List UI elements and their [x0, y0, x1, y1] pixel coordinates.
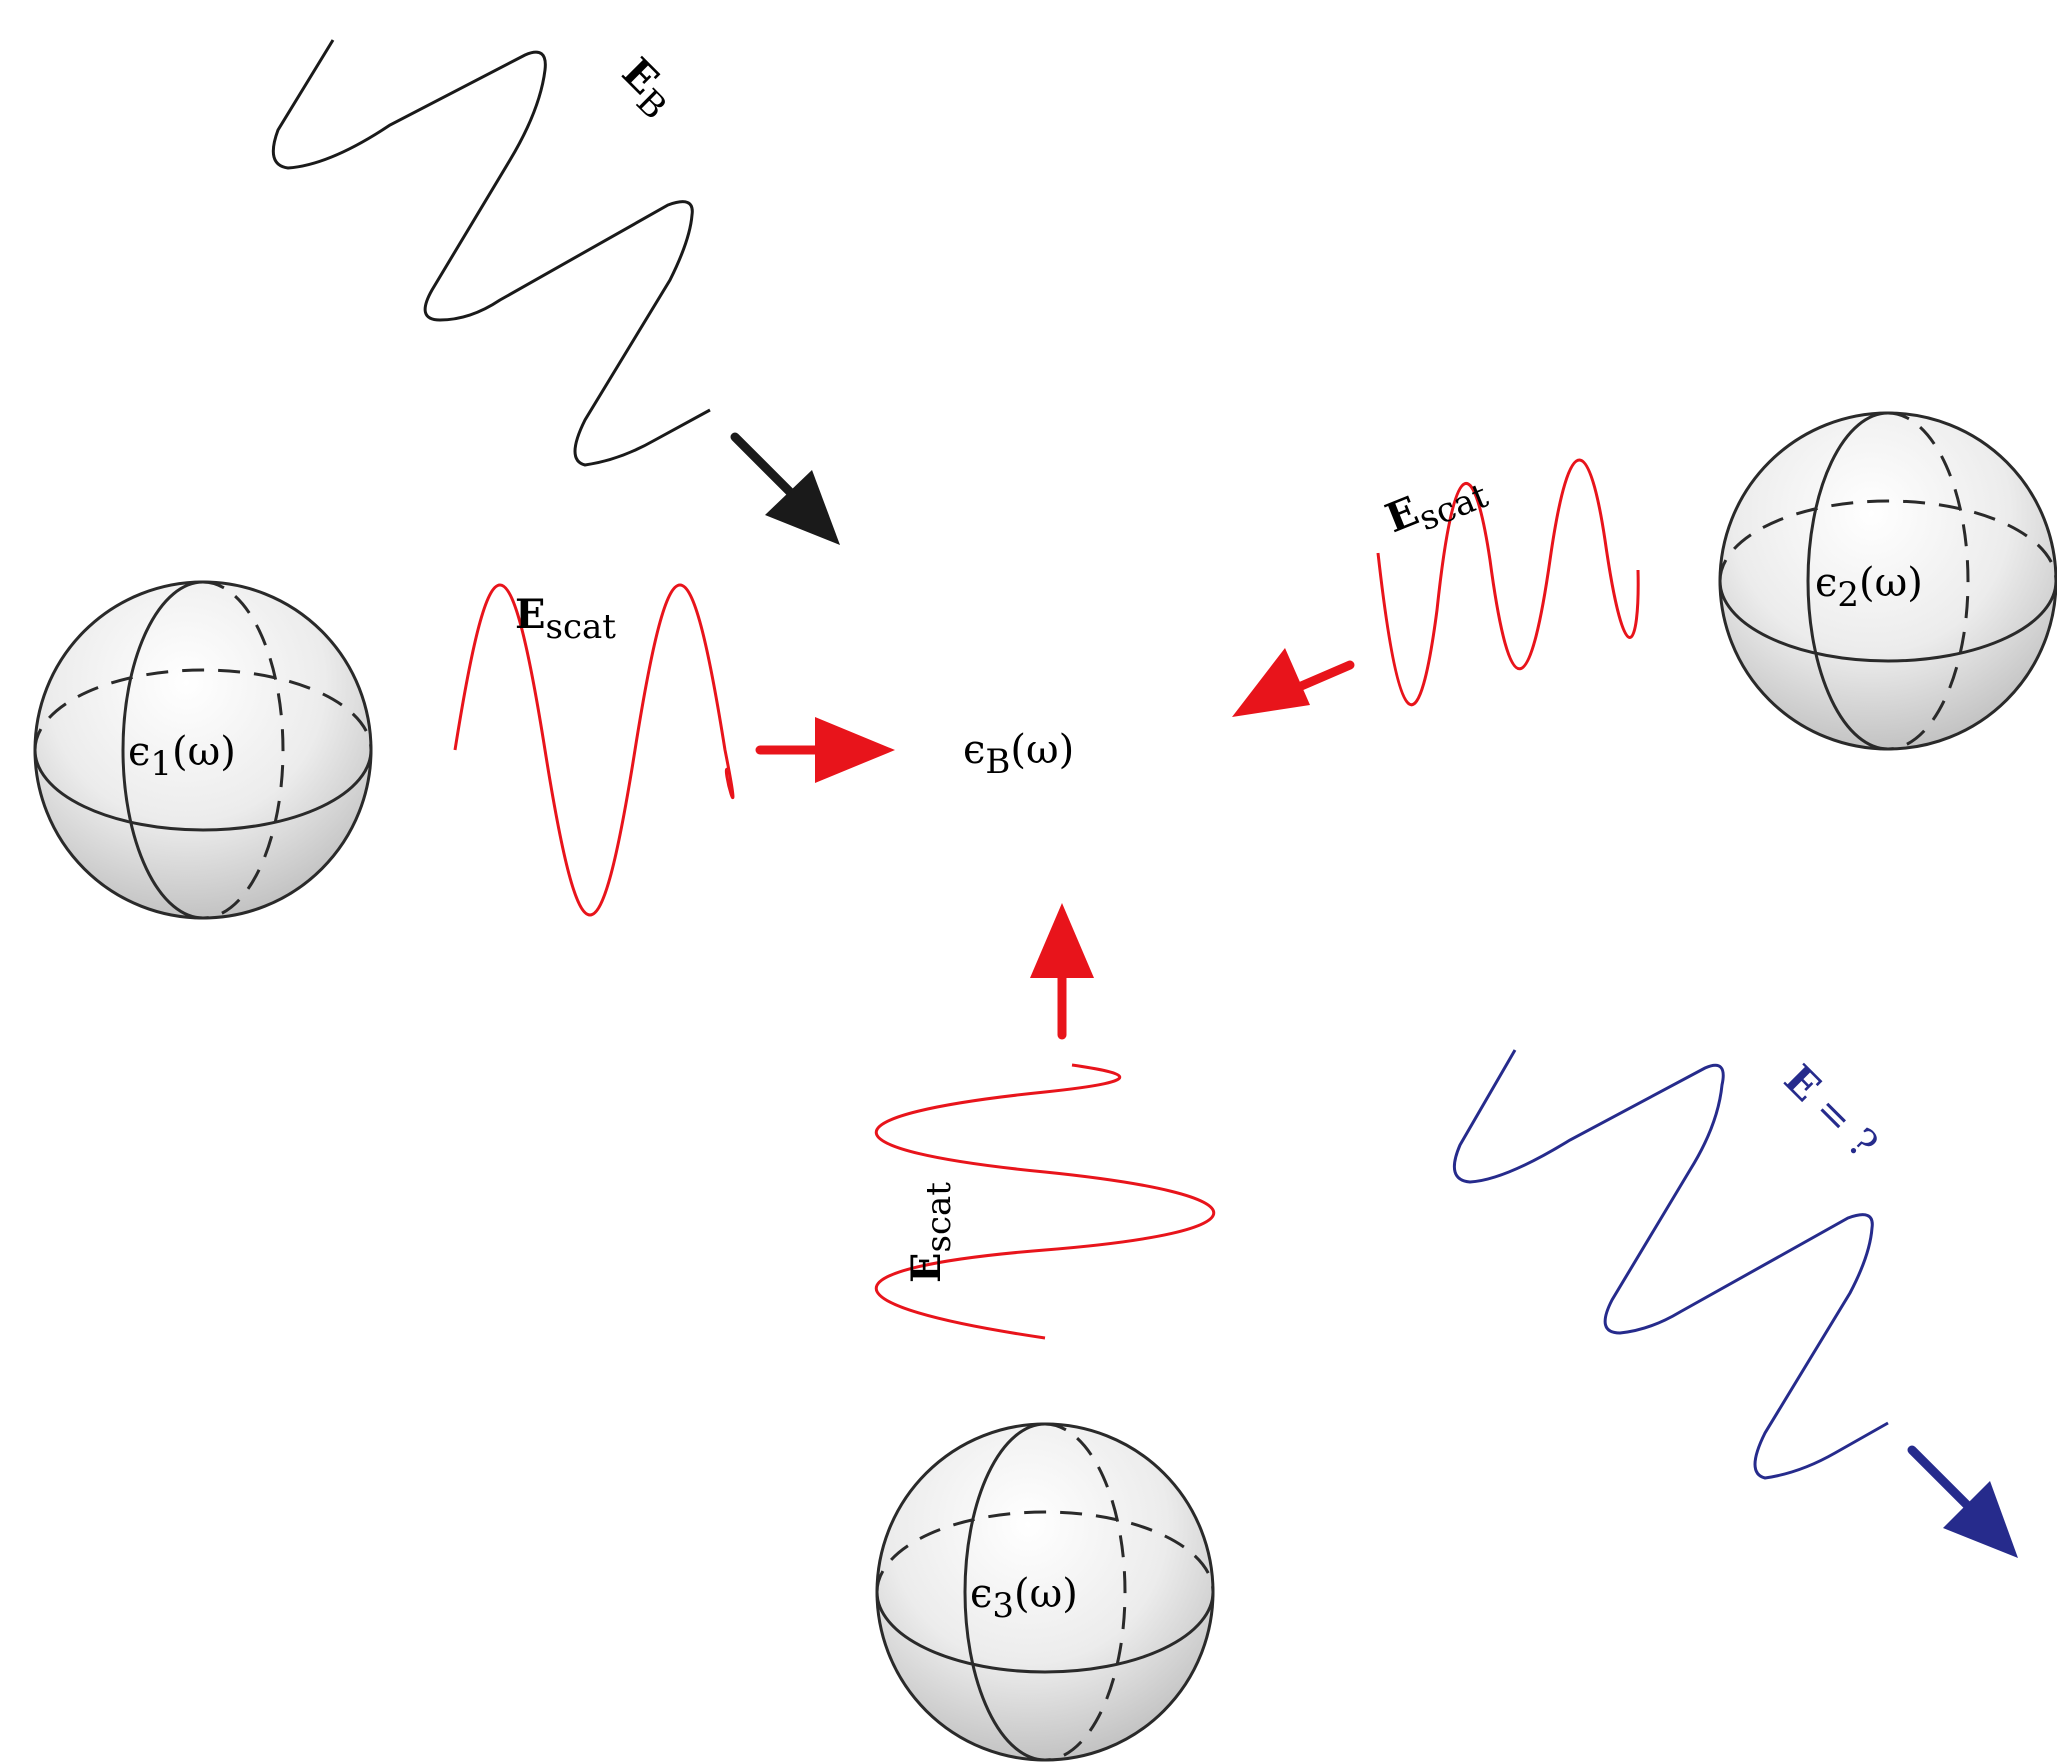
scattered-wave-2 — [1376, 458, 1640, 707]
incident-wave-label: EB — [607, 49, 686, 128]
sphere-3-label: ϵ3(ω) — [970, 1571, 1078, 1626]
outgoing-arrow — [1907, 1445, 2018, 1558]
scattered-wave-3 — [875, 1063, 1215, 1340]
incident-arrow — [730, 432, 840, 545]
sphere-2: ϵ2(ω) — [1718, 411, 2057, 751]
incident-wave — [271, 39, 711, 467]
sphere-1-label: ϵ1(ω) — [128, 729, 236, 784]
scattered-arrow-2 — [1232, 648, 1355, 717]
sphere-3: ϵ3(ω) — [875, 1422, 1215, 1762]
sphere-1: ϵ1(ω) — [33, 580, 373, 920]
outgoing-wave — [1452, 1049, 1889, 1480]
scattered-wave-3-label: Escat — [903, 1182, 959, 1283]
sphere-2-label: ϵ2(ω) — [1815, 560, 1923, 615]
scattered-arrow-3 — [1030, 903, 1094, 1040]
outgoing-wave-label: E = ? — [1775, 1056, 1887, 1168]
scattered-wave-1-label: Escat — [515, 591, 616, 647]
background-medium-label: ϵB(ω) — [963, 727, 1074, 782]
scattered-wave-1 — [453, 583, 735, 917]
scattered-wave-2-label: Escat — [1379, 461, 1494, 551]
scattered-arrow-1 — [755, 717, 895, 783]
